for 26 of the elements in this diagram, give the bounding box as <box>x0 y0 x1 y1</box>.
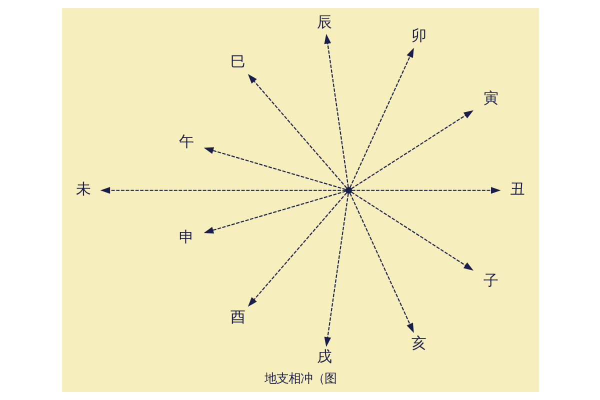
node-text: 午 <box>178 132 194 151</box>
arrow <box>324 194 348 347</box>
arrow <box>203 147 346 190</box>
node-text: 卯 <box>410 26 426 45</box>
node-text: 寅 <box>482 88 498 107</box>
arrow <box>247 192 347 307</box>
arrow <box>100 186 346 194</box>
node-text: 亥 <box>410 334 426 352</box>
arrow <box>247 74 347 188</box>
arrow <box>349 48 414 188</box>
node-text: 丑 <box>510 180 525 198</box>
node-text: 酉 <box>230 308 246 326</box>
arrow <box>350 110 474 190</box>
node-text: 巳 <box>230 52 246 71</box>
node-text: 戌 <box>316 347 332 366</box>
arrow <box>351 186 500 194</box>
node-circle <box>344 187 352 194</box>
node-text: 申 <box>178 228 194 246</box>
node-text: 子 <box>482 272 498 290</box>
caption: 地支相冲（图 <box>264 372 336 386</box>
arrow <box>349 193 414 333</box>
arrow <box>203 190 346 234</box>
arrow <box>324 34 348 188</box>
node-text: 辰 <box>316 13 332 32</box>
node-text: 未 <box>75 180 90 198</box>
arrow <box>350 192 474 271</box>
